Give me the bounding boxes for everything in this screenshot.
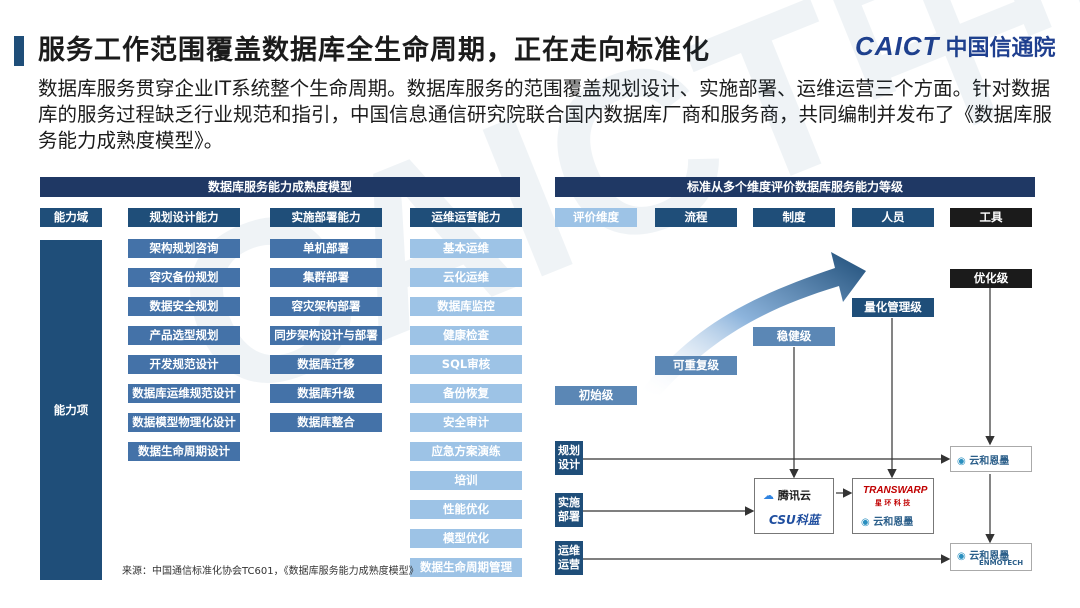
phase-operations: 运维运营 [555,541,583,575]
logo-cn: 中国信通院 [945,36,1056,61]
level-repeatable: 可重复级 [655,356,737,375]
intro-paragraph: 数据库服务贯穿企业IT系统整个生命周期。数据库服务的范围覆盖规划设计、实施部署、… [38,77,1053,152]
list-item: 数据生命周期管理 [410,558,522,577]
column-title-planning: 规划设计能力 [128,208,240,227]
dimension-policy: 制度 [753,208,835,227]
csu-label: CSU科蓝 [769,513,820,527]
phase-planning: 规划设计 [555,441,583,475]
list-item: 数据生命周期设计 [128,442,240,461]
vendor-box-enmo-planning: ◉ 云和恩墨 [950,446,1032,472]
list-item: 同步架构设计与部署 [270,326,382,345]
enmo-label: 云和恩墨 [969,551,1010,562]
vendor-box-tencent-csu: ☁ 腾讯云 CSU科蓝 [754,478,834,534]
tencent-cloud-label: 腾讯云 [777,489,811,502]
logo-en: CAICT [855,30,940,61]
column-title-operations: 运维运营能力 [410,208,522,227]
enmo-logo-icon: ◉ [957,551,966,562]
list-item: 数据模型物理化设计 [128,413,240,432]
list-item: 云化运维 [410,268,522,287]
list-item: 容灾架构部署 [270,297,382,316]
list-item: 数据库整合 [270,413,382,432]
list-item: 容灾备份规划 [128,268,240,287]
title-accent-bar [14,36,24,66]
column-title-deployment: 实施部署能力 [270,208,382,227]
list-item: 架构规划咨询 [128,239,240,258]
dimension-personnel: 人员 [852,208,934,227]
vendor-box-transwarp-enmo: TRANSWARP 星 环 科 技 ◉ 云和恩墨 [852,478,934,534]
enmo-logo-icon: ◉ [861,517,870,528]
caict-logo: CAICT 中国信通院 [855,30,1055,62]
enmo-label: 云和恩墨 [969,456,1010,467]
list-item: 应急方案演练 [410,442,522,461]
list-item: 数据库运维规范设计 [128,384,240,403]
list-item: 产品选型规划 [128,326,240,345]
transwarp-cn-label: 星 环 科 技 [875,499,911,507]
tencent-cloud-icon: ☁ [763,489,774,502]
capability-domain-label: 能力域 [40,208,102,227]
list-item: 备份恢复 [410,384,522,403]
list-item: 开发规范设计 [128,355,240,374]
dimension-process: 流程 [655,208,737,227]
list-item: 基本运维 [410,239,522,258]
right-panel-header: 标准从多个维度评价数据库服务能力等级 [555,177,1035,197]
dimension-evaluation: 评价维度 [555,208,637,227]
level-quantitative: 量化管理级 [852,298,934,317]
list-item: 数据库监控 [410,297,522,316]
source-note: 来源：中国通信标准化协会TC601，《数据库服务能力成熟度模型》 [122,566,419,577]
level-optimized: 优化级 [950,269,1032,288]
list-item: 数据库迁移 [270,355,382,374]
list-item: 模型优化 [410,529,522,548]
left-panel-header: 数据库服务能力成熟度模型 [40,177,520,197]
list-item: 数据安全规划 [128,297,240,316]
list-item: 单机部署 [270,239,382,258]
page-title: 服务工作范围覆盖数据库全生命周期，正在走向标准化 [38,35,710,66]
level-robust: 稳健级 [753,327,835,346]
phase-deployment: 实施部署 [555,493,583,527]
list-item: 安全审计 [410,413,522,432]
level-initial: 初始级 [555,386,637,405]
capability-items-label: 能力项 [40,240,102,580]
vendor-box-enmo-operations: ◉ 云和恩墨 ENMOTECH [950,543,1032,571]
enmo-en-label: ENMOTECH [979,559,1024,567]
enmo-logo-icon: ◉ [957,456,966,467]
list-item: 健康检查 [410,326,522,345]
enmo-label: 云和恩墨 [873,517,914,528]
list-item: SQL审核 [410,355,522,374]
list-item: 数据库升级 [270,384,382,403]
dimension-tools: 工具 [950,208,1032,227]
list-item: 培训 [410,471,522,490]
list-item: 性能优化 [410,500,522,519]
transwarp-label: TRANSWARP [863,485,928,496]
list-item: 集群部署 [270,268,382,287]
